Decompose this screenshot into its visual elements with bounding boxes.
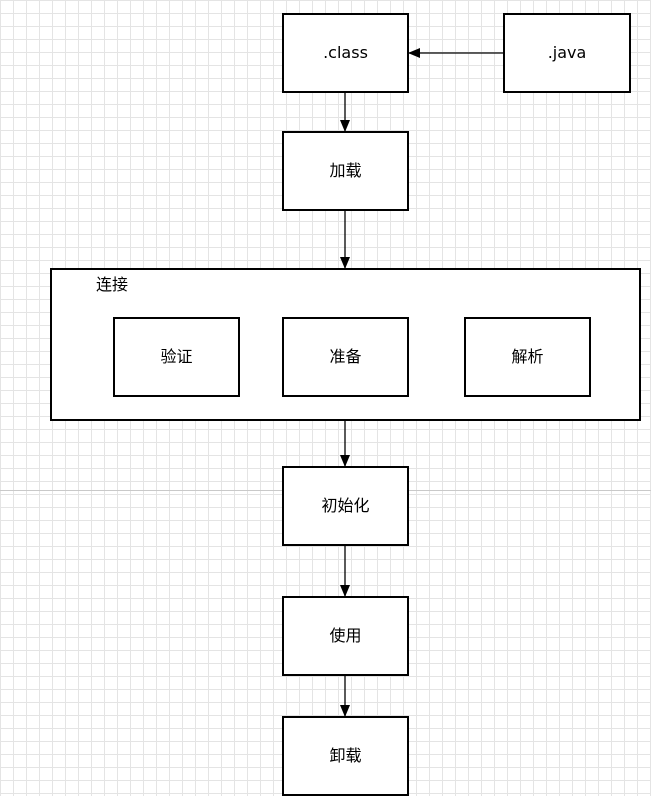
node-resolution[interactable]: 解析 [464,317,591,397]
node-using-label: 使用 [329,626,362,645]
node-verification[interactable]: 验证 [113,317,240,397]
node-preparation[interactable]: 准备 [282,317,409,397]
node-class-file[interactable]: .class [282,13,409,93]
group-linking-title: 连接 [96,275,129,294]
node-java-file-label: .java [547,43,587,62]
node-resolution-label: 解析 [511,347,544,366]
node-loading[interactable]: 加载 [282,131,409,211]
node-java-file[interactable]: .java [503,13,631,93]
node-preparation-label: 准备 [329,347,362,366]
node-initialization-label: 初始化 [321,496,370,515]
node-class-file-label: .class [323,43,368,62]
node-loading-label: 加载 [329,161,362,180]
node-verification-label: 验证 [160,347,193,366]
node-unloading-label: 卸载 [329,746,362,765]
node-using[interactable]: 使用 [282,596,409,676]
node-unloading[interactable]: 卸载 [282,716,409,796]
node-initialization[interactable]: 初始化 [282,466,409,546]
